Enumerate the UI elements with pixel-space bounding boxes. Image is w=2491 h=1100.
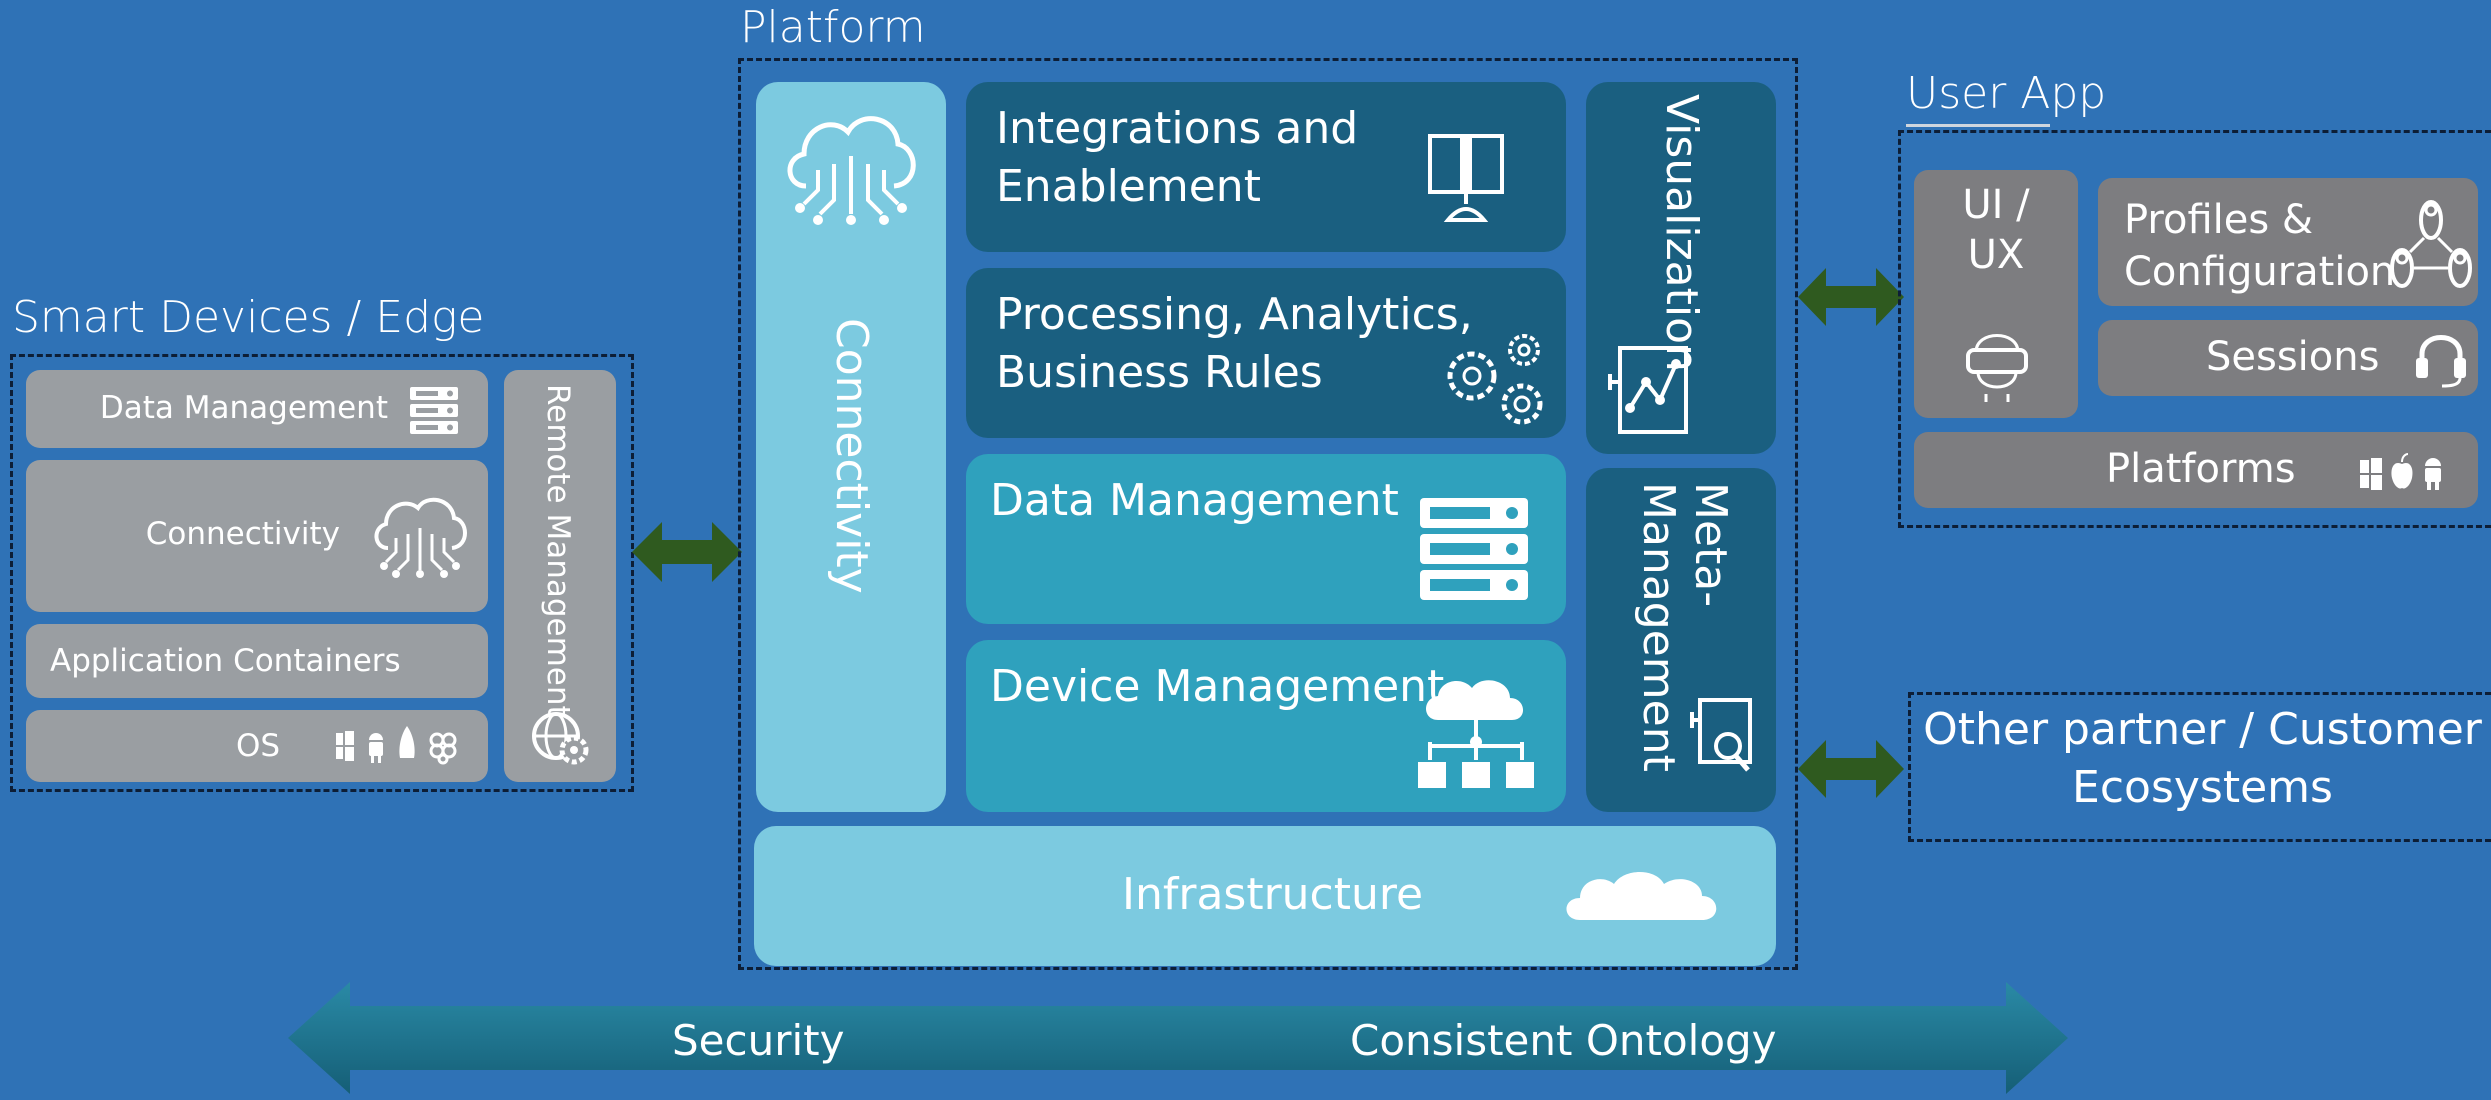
user-app-container — [1898, 130, 2491, 528]
profiles-configuration-block: Profiles & Configuration — [2098, 178, 2478, 306]
smart-devices-title: Smart Devices / Edge — [12, 292, 485, 343]
partner-label: Other partner / Customer Ecosystems — [1911, 701, 2491, 817]
partner-line1: Other partner / Customer — [1923, 704, 2482, 755]
edge-data-management-label: Data Management — [99, 390, 388, 426]
ontology-label: Consistent Ontology — [1350, 1016, 1777, 1065]
platform-userapp-double-arrow — [1798, 268, 1904, 326]
ui-ux-label: UI / UX — [1914, 180, 2078, 280]
ui-line1: UI / — [1962, 182, 2030, 228]
user-app-title: User App — [1906, 68, 2107, 119]
user-app-underline — [1906, 124, 2050, 127]
remote-management-label: Remote Management — [540, 384, 576, 718]
platform-partner-double-arrow — [1798, 740, 1904, 798]
infrastructure-block: Infrastructure — [754, 826, 1776, 966]
cloud-network-icon — [1418, 680, 1534, 788]
meta-management-block: Meta- Management — [1586, 468, 1776, 812]
smart-devices-container — [10, 354, 634, 792]
meta-line2: Management — [1633, 482, 1684, 772]
device-management-label: Device Management — [990, 661, 1445, 712]
ui-line2: UX — [1967, 232, 2025, 278]
processing-label: Processing, Analytics, Business Rules — [996, 286, 1473, 402]
visualization-label: Visualization — [1656, 94, 1707, 372]
users-network-icon — [2390, 200, 2472, 288]
os-label: OS — [236, 728, 281, 764]
windows-icon — [336, 731, 354, 761]
processing-line1: Processing, Analytics, — [996, 289, 1473, 340]
device-management-block: Device Management — [966, 640, 1566, 812]
search-monitor-icon — [1690, 698, 1752, 772]
partner-container: Other partner / Customer Ecosystems — [1908, 692, 2491, 842]
cloud-circuit-icon — [787, 116, 916, 225]
sessions-block: Sessions — [2098, 320, 2478, 396]
edge-connectivity-label: Connectivity — [145, 516, 340, 552]
security-label: Security — [672, 1016, 845, 1065]
profiles-line1: Profiles & — [2124, 197, 2314, 243]
integrations-line2: Enablement — [996, 161, 1261, 212]
platform-data-management-label: Data Management — [990, 475, 1399, 526]
profiles-label: Profiles & Configuration — [2124, 194, 2395, 298]
partner-line2: Ecosystems — [2072, 762, 2333, 813]
gears-icon — [1447, 334, 1543, 425]
server-icon — [410, 387, 458, 434]
processing-line2: Business Rules — [996, 347, 1323, 398]
edge-data-management-block: Data Management — [26, 370, 488, 448]
chart-monitor-icon — [1608, 346, 1688, 434]
cloud-circuit-icon — [374, 497, 467, 578]
ui-ux-block: UI / UX — [1914, 170, 2078, 418]
edge-platform-double-arrow — [632, 522, 742, 582]
windows-icon — [2360, 458, 2382, 490]
platform-container — [738, 58, 1798, 970]
application-containers-block: Application Containers — [26, 624, 488, 698]
globe-gear-icon — [532, 712, 589, 765]
platform-connectivity-block: Connectivity — [756, 82, 946, 812]
monitor-icon — [1428, 134, 1504, 222]
edge-connectivity-block: Connectivity — [26, 460, 488, 612]
platform-data-management-block: Data Management — [966, 454, 1566, 624]
platforms-label: Platforms — [2106, 446, 2296, 492]
android-icon — [2425, 458, 2441, 490]
integrations-block: Integrations and Enablement — [966, 82, 1566, 252]
cloud-icon — [1566, 872, 1717, 920]
platforms-block: Platforms — [1914, 432, 2478, 508]
visualization-block: Visualization — [1586, 82, 1776, 454]
security-ontology-arrow — [288, 982, 2068, 1094]
remote-management-block: Remote Management — [504, 370, 616, 782]
os-block: OS — [26, 710, 488, 782]
application-containers-label: Application Containers — [50, 643, 401, 679]
meta-line1: Meta- — [1685, 482, 1736, 608]
android-icon — [369, 733, 383, 763]
vr-headset-icon — [1966, 334, 2028, 402]
server-icon — [1420, 498, 1528, 600]
platform-title: Platform — [740, 2, 926, 53]
processing-block: Processing, Analytics, Business Rules — [966, 268, 1566, 438]
linux-icon — [399, 726, 415, 758]
integrations-label: Integrations and Enablement — [996, 100, 1358, 216]
sessions-label: Sessions — [2206, 334, 2380, 380]
infrastructure-label: Infrastructure — [1122, 869, 1424, 920]
meta-management-label: Meta- Management — [1632, 482, 1736, 772]
apple-icon — [2391, 453, 2413, 489]
headset-icon — [2416, 335, 2466, 388]
platform-connectivity-label: Connectivity — [826, 318, 877, 594]
integrations-line1: Integrations and — [996, 103, 1359, 154]
raspberry-pi-icon — [429, 732, 457, 765]
profiles-line2: Configuration — [2124, 249, 2396, 295]
